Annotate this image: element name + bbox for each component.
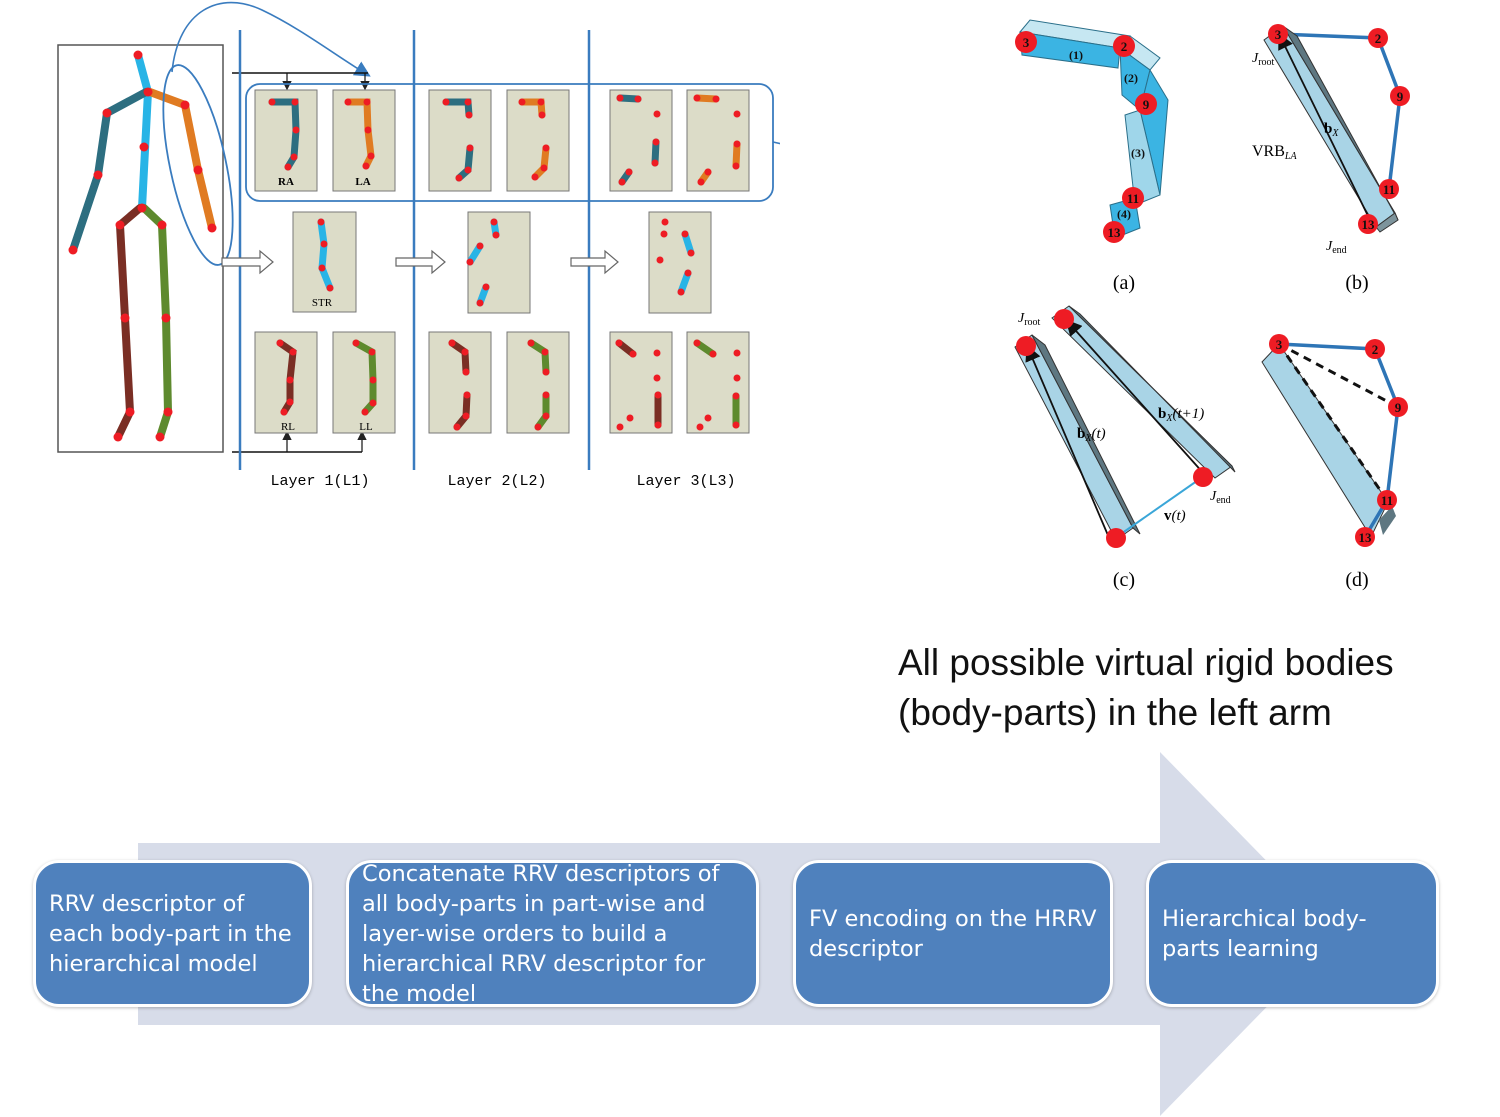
full-skeleton <box>68 50 217 442</box>
segment-label-1: (1) <box>1069 48 1083 62</box>
pipeline-step-3: FV encoding on the HRRV descriptor <box>793 860 1113 1007</box>
pipeline-step-1-text: RRV descriptor of each body-part in the … <box>49 890 292 977</box>
pipeline-step-1: RRV descriptor of each body-part in the … <box>33 860 312 1007</box>
pipeline-step-4: Hierarchical body-parts learning <box>1146 860 1439 1007</box>
layer2-right-arm-box <box>428 89 492 192</box>
layer2-torso-box <box>466 211 531 314</box>
layer-label-1: Layer 1(L1) <box>270 473 369 490</box>
panel-b: 3 2 9 11 13 Jroot Jend bX VRBLA (b) <box>1252 24 1410 294</box>
panel-c-bone-t1-label: bX(t+1) <box>1158 406 1204 424</box>
panel-a-joint-13: 13 <box>1108 225 1122 240</box>
panel-b-end-label: Jend <box>1326 239 1347 256</box>
panel-d-joint-3: 3 <box>1276 337 1283 352</box>
panel-a-joint-11: 11 <box>1127 191 1139 206</box>
panel-b-root-label: Jroot <box>1252 51 1275 68</box>
layer3-left-leg-box <box>686 331 750 434</box>
panel-b-joint-2: 2 <box>1375 31 1382 46</box>
part-label-str: STR <box>312 297 333 309</box>
panel-d-joint-9: 9 <box>1395 400 1402 415</box>
part-label-rl: RL <box>281 421 295 433</box>
panel-c: Jroot Jend bX(t+1) bX(t) v(t) (c) <box>1014 305 1236 591</box>
panel-d-joint-11: 11 <box>1381 493 1393 508</box>
layer1-left-leg-box <box>332 331 396 434</box>
hierarchy-figure: RA LA STR RL LL Layer 1(L1) Layer 2(L2) … <box>57 1 780 490</box>
panel-a-joint-2: 2 <box>1121 39 1128 54</box>
figure-caption: All possible virtual rigid bodies (body-… <box>898 642 1394 733</box>
pipeline-step-4-text: Hierarchical body-parts learning <box>1162 905 1367 962</box>
panel-c-velocity-label: v(t) <box>1164 508 1186 524</box>
part-label-la: LA <box>355 176 370 188</box>
layer2-right-leg-box <box>428 331 492 434</box>
layer-label-2: Layer 2(L2) <box>447 473 546 490</box>
panel-c-end-label: Jend <box>1210 489 1231 506</box>
panel-c-root-label: Jroot <box>1018 311 1041 328</box>
layer3-left-arm-box <box>686 89 750 192</box>
panel-d-label: (d) <box>1345 569 1368 591</box>
part-label-ll: LL <box>359 421 373 433</box>
layer3-right-leg-box <box>609 331 673 434</box>
panel-b-joint-11: 11 <box>1383 182 1395 197</box>
layer3-right-arm-box <box>609 89 673 192</box>
rigid-body-figure: 3 2 9 11 13 (1) (2) (3) (4) (a) 3 2 <box>1014 19 1410 591</box>
link-arrow <box>772 141 780 145</box>
layer2-left-arm-box <box>506 89 570 192</box>
panel-c-bone-t-label: bX(t) <box>1077 426 1106 444</box>
panel-b-joint-9: 9 <box>1397 89 1404 104</box>
part-label-ra: RA <box>278 176 294 188</box>
layer1-right-leg-box <box>254 331 318 434</box>
pipeline-step-2-text: Concatenate RRV descriptors of all body-… <box>362 860 720 1007</box>
layer-dividers <box>238 30 591 470</box>
full-skeleton-box <box>57 44 224 453</box>
layer1-left-arm-box <box>332 89 396 192</box>
panel-a-joint-9: 9 <box>1143 97 1150 112</box>
layer-label-3: Layer 3(L3) <box>636 473 735 490</box>
panel-d: 3 2 9 11 13 (d) <box>1261 334 1408 591</box>
panel-b-label: (b) <box>1345 272 1368 294</box>
pipeline-step-2: Concatenate RRV descriptors of all body-… <box>346 860 759 1007</box>
segment-label-2: (2) <box>1124 71 1138 85</box>
layer1-torso-box <box>292 211 357 313</box>
panel-b-joint-3: 3 <box>1275 27 1282 42</box>
panel-b-bone-label: bX <box>1324 121 1339 139</box>
panel-a-label: (a) <box>1113 272 1135 294</box>
pipeline-step-3-text: FV encoding on the HRRV descriptor <box>809 905 1097 962</box>
panel-a: 3 2 9 11 13 (1) (2) (3) (4) (a) <box>1015 19 1169 294</box>
panel-a-joint-3: 3 <box>1023 35 1030 50</box>
panel-b-vrb-label: VRBLA <box>1252 143 1297 162</box>
left-arm-highlight <box>162 64 234 266</box>
panel-d-joint-13: 13 <box>1359 530 1373 545</box>
panel-b-joint-13: 13 <box>1362 217 1376 232</box>
curved-arrow <box>171 1 371 77</box>
layer2-left-leg-box <box>506 331 570 434</box>
panel-c-label: (c) <box>1113 569 1135 591</box>
segment-label-3: (3) <box>1131 146 1145 160</box>
layer3-torso-box <box>648 211 712 314</box>
layer1-right-arm-box <box>254 89 318 192</box>
segment-label-4: (4) <box>1117 207 1131 221</box>
panel-d-joint-2: 2 <box>1372 342 1379 357</box>
